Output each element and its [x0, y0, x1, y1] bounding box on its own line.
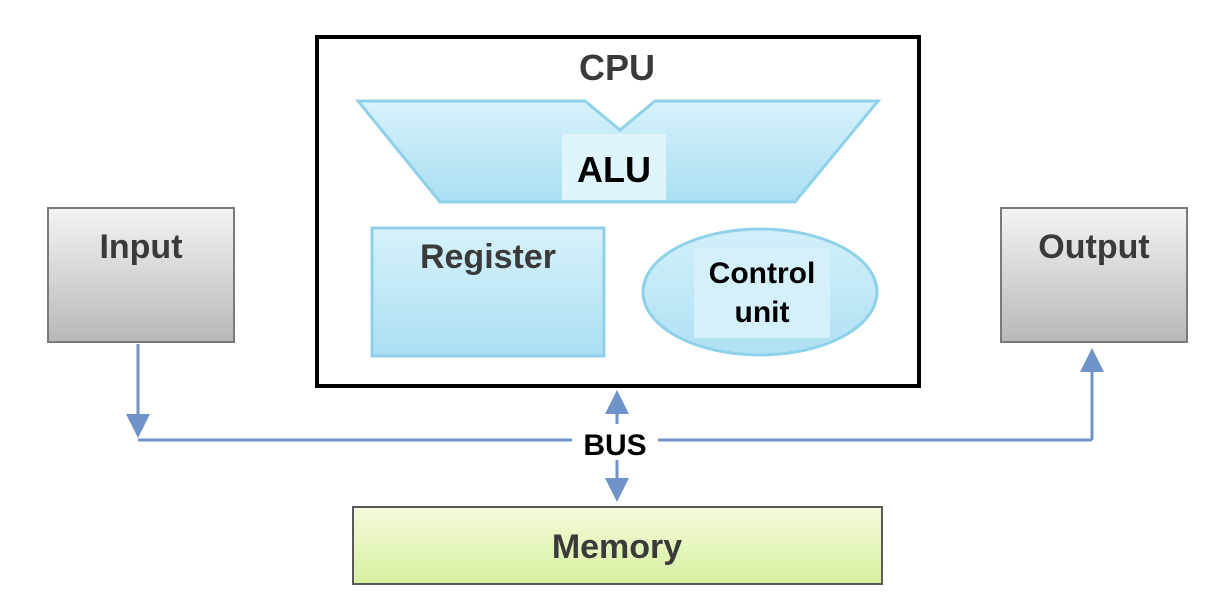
alu-label: ALU: [577, 149, 651, 190]
input-box: [47, 207, 235, 343]
output-label: Output: [1038, 228, 1149, 266]
bus-label: BUS: [583, 429, 646, 462]
control-unit-label-line2: unit: [735, 296, 790, 329]
input-label: Input: [99, 228, 182, 266]
register-label: Register: [420, 238, 556, 276]
bus-label-bg: [572, 424, 658, 460]
control-unit-label-line1: Control: [709, 257, 816, 290]
alu-label-bg: [562, 134, 666, 200]
memory-label: Memory: [552, 528, 682, 566]
cpu-title: CPU: [579, 47, 655, 88]
register-box: [370, 226, 606, 358]
control-unit-label-bg: [694, 248, 830, 338]
memory-box: [352, 506, 883, 585]
output-box: [1000, 207, 1188, 343]
